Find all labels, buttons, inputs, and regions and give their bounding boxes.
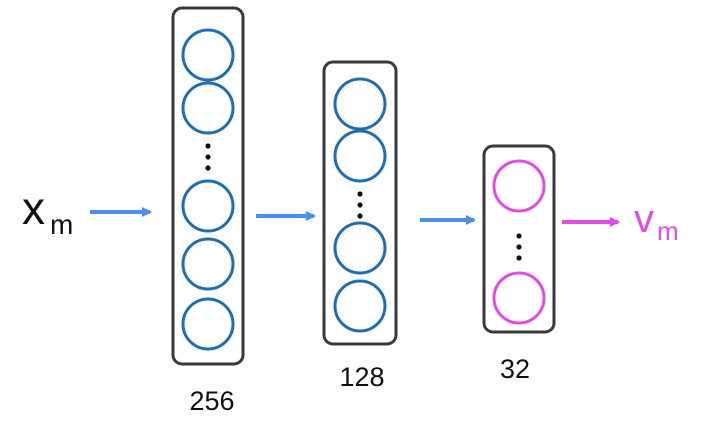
neuron xyxy=(333,221,387,275)
dot xyxy=(516,244,522,250)
neuron xyxy=(181,81,235,135)
layer-1-size-label: 256 xyxy=(189,386,234,416)
ellipsis-dots xyxy=(205,143,211,171)
output-label: v m xyxy=(634,197,679,246)
layer-3-box xyxy=(482,144,556,334)
layer-2-box xyxy=(322,60,398,346)
neuron xyxy=(181,297,235,351)
neuron xyxy=(181,179,235,233)
dot xyxy=(357,213,363,219)
neuron xyxy=(333,77,387,131)
dot xyxy=(205,154,211,160)
output-subscript: m xyxy=(657,216,679,246)
dot xyxy=(516,255,522,261)
dot xyxy=(205,165,211,171)
layer-3 xyxy=(482,144,556,334)
neuron xyxy=(333,279,387,333)
dot xyxy=(357,191,363,197)
neuron xyxy=(181,28,235,82)
dot xyxy=(357,202,363,208)
ellipsis-dots xyxy=(516,233,522,261)
dot xyxy=(205,143,211,149)
layer-2-size-label: 128 xyxy=(339,362,384,392)
neuron xyxy=(333,129,387,183)
input-symbol: x xyxy=(22,182,45,234)
dot xyxy=(516,233,522,239)
layer-2 xyxy=(322,60,398,346)
output-neuron xyxy=(492,159,546,213)
output-symbol: v xyxy=(634,197,654,241)
input-subscript: m xyxy=(50,209,73,240)
layer-1-box xyxy=(171,6,245,366)
ellipsis-dots xyxy=(357,191,363,219)
neuron xyxy=(181,237,235,291)
output-neuron xyxy=(492,271,546,325)
input-label: x m xyxy=(22,182,73,240)
layer-3-size-label: 32 xyxy=(500,354,530,384)
layer-1 xyxy=(171,6,245,366)
